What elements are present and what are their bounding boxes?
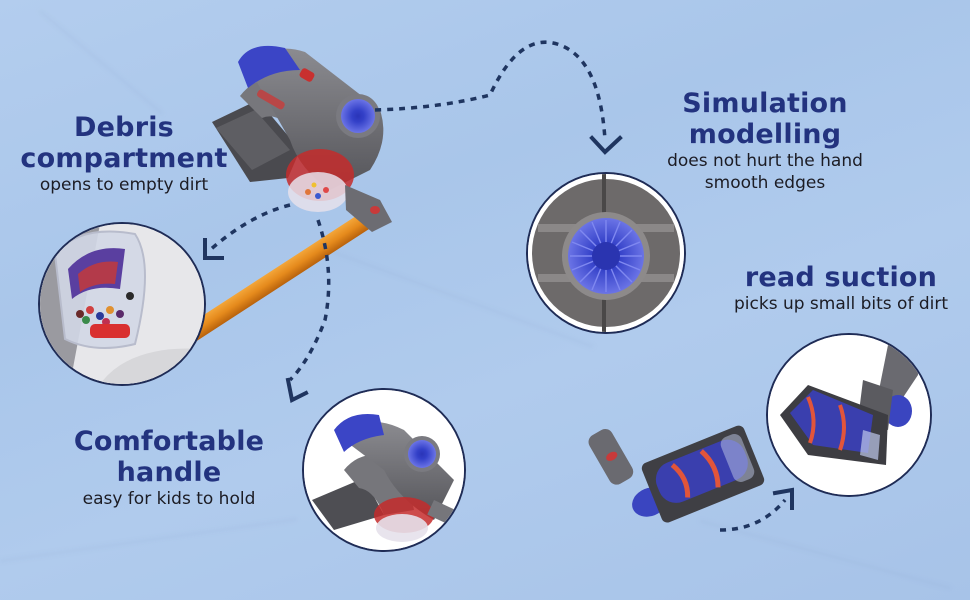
- arrow-head-debris: [203, 238, 224, 260]
- feature-title: Debris: [74, 112, 174, 143]
- dashed-arrows: [208, 40, 787, 532]
- floor-head: [632, 425, 765, 523]
- feature-read-suction: read suction picks up small bits of dirt: [712, 262, 970, 315]
- feature-simulation-modelling: Simulation modelling does not hurt the h…: [630, 88, 900, 194]
- feature-subtitle: smooth edges: [704, 173, 826, 193]
- feature-subtitle: opens to empty dirt: [39, 175, 209, 195]
- feature-subtitle: picks up small bits of dirt: [733, 294, 949, 314]
- feature-title: compartment: [20, 143, 228, 174]
- open-dust-bin-image: [40, 224, 204, 384]
- arrow-head-simulation: [589, 135, 623, 155]
- arrow-head-handle: [285, 377, 309, 403]
- handheld-closeup-image: [304, 390, 464, 550]
- floor-brush-image: [768, 335, 930, 495]
- detail-floor-brush: [766, 333, 932, 497]
- detail-handle: [302, 388, 466, 552]
- feature-title: handle: [116, 457, 222, 488]
- feature-title: Comfortable: [73, 426, 265, 457]
- feature-title: read suction: [744, 262, 938, 293]
- detail-cyclone-cap: [526, 172, 686, 334]
- feature-title: modelling: [688, 119, 842, 150]
- cyclone-cap-image: [528, 174, 684, 332]
- arrow-head-suction: [772, 487, 794, 510]
- feature-title: Simulation: [682, 88, 848, 119]
- feature-comfortable-handle: Comfortable handle easy for kids to hold: [56, 426, 282, 510]
- feature-debris-compartment: Debris compartment opens to empty dirt: [0, 112, 248, 196]
- detail-debris-compartment: [38, 222, 206, 386]
- feature-subtitle: easy for kids to hold: [82, 489, 256, 509]
- feature-subtitle: does not hurt the hand: [667, 151, 863, 171]
- handheld-unit: [212, 45, 392, 232]
